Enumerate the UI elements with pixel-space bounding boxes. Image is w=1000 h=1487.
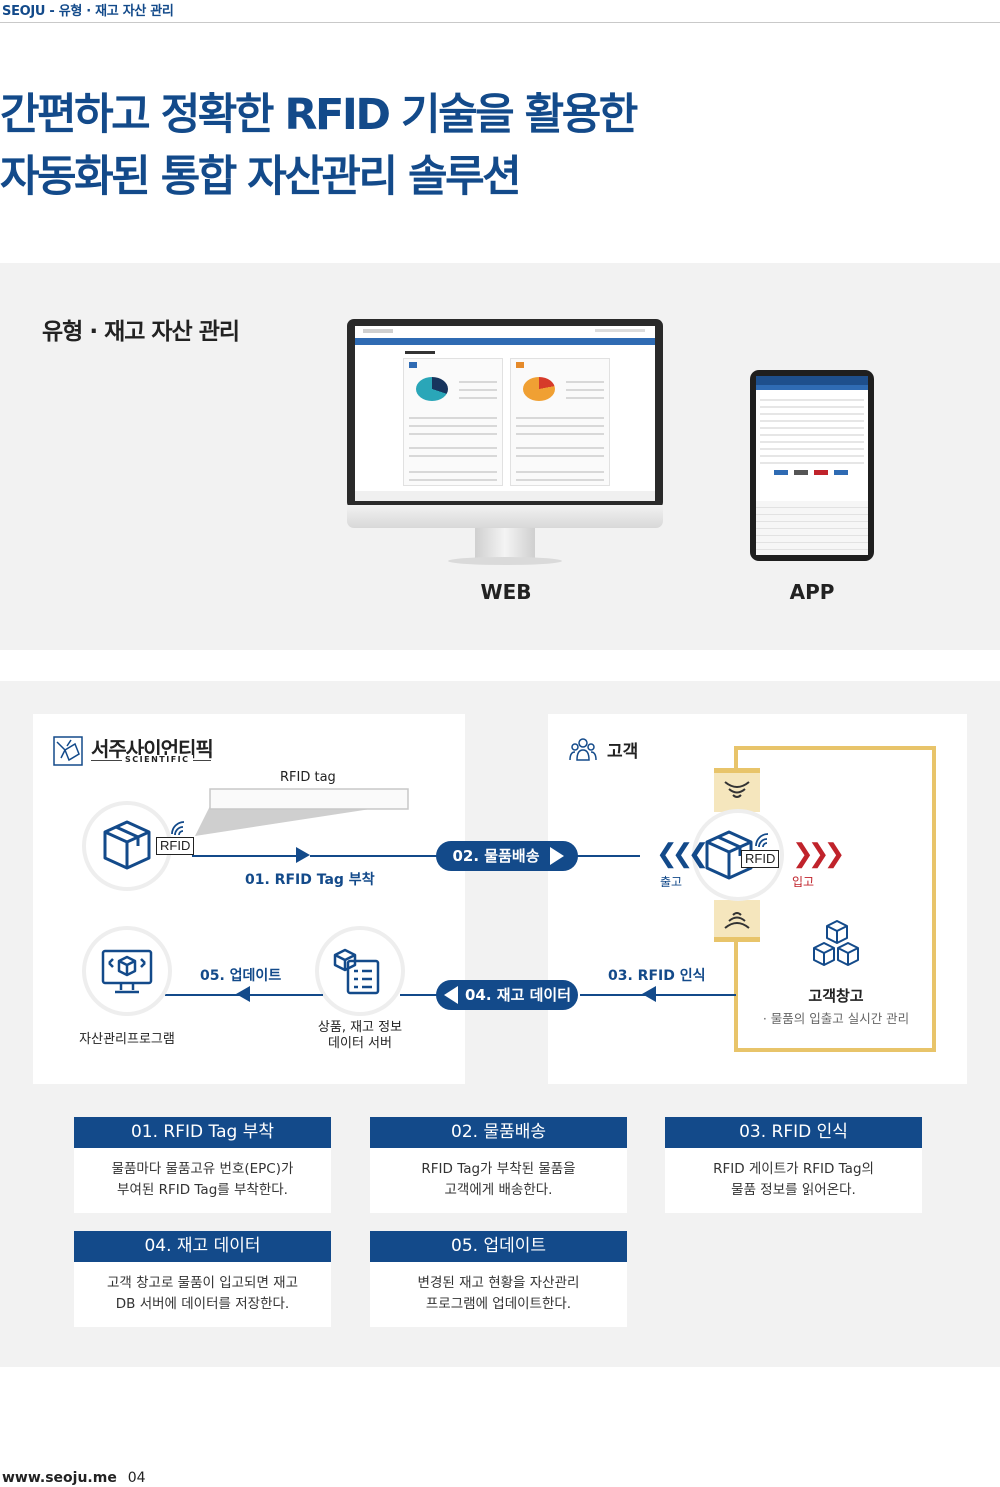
chevron-left-icon <box>444 986 458 1004</box>
step-2-title: 02. 물품배송 <box>370 1117 627 1148</box>
step1-flow-label: 01. RFID Tag 부착 <box>245 872 375 888</box>
company-logo-icon <box>53 736 83 766</box>
wifi-signal-icon <box>755 833 769 848</box>
monitor-chin <box>347 505 663 528</box>
customer-group-icon <box>569 738 597 761</box>
step-4-body: 고객 창고로 물품이 입고되면 재고 DB 서버에 데이터를 저장한다. <box>74 1262 331 1327</box>
monitor-icon <box>101 949 153 994</box>
box-icon <box>103 820 151 870</box>
chevron-right-icon <box>550 847 564 865</box>
page-number: 04 <box>127 1470 146 1486</box>
wifi-signal-icon <box>171 821 185 836</box>
web-dashboard-screenshot <box>355 326 655 501</box>
step-3-title: 03. RFID 인식 <box>665 1117 922 1148</box>
step-2-body: RFID Tag가 부착된 물품을 고객에게 배송한다. <box>370 1148 627 1213</box>
web-pie-chart-blue <box>416 377 448 401</box>
server-list-icon <box>333 948 380 995</box>
headline-line-2: 자동화된 통합 자산관리 솔루션 <box>0 152 522 202</box>
rfid-gate-bottom <box>714 900 760 942</box>
in-label: 입고 <box>792 875 815 889</box>
arrow-right-icon <box>296 847 310 863</box>
out-label: 출고 <box>660 875 683 889</box>
monitor-stand-base <box>448 557 562 565</box>
step5-flow-label: 05. 업데이트 <box>200 968 282 984</box>
arrow-left-icon <box>236 986 250 1002</box>
step3-flow-label: 03. RFID 인식 <box>608 968 706 984</box>
step-1-title: 01. RFID Tag 부착 <box>74 1117 331 1148</box>
gate-wave-icon <box>724 912 750 929</box>
company-subtitle: SCIENTIFIC <box>122 755 193 764</box>
header-divider <box>0 22 1000 23</box>
page-footer: www.seoju.me 04 <box>2 1470 146 1486</box>
app-label: APP <box>789 580 835 604</box>
rfid-badge: RFID <box>741 850 780 868</box>
step4-pill: 04. 재고 데이터 <box>436 980 578 1010</box>
web-panel-left <box>403 358 503 486</box>
step-4-line-2: DB 서버에 데이터를 저장한다. <box>115 1296 290 1312</box>
step-1-line-1: 물품마다 물품고유 번호(EPC)가 <box>111 1161 294 1177</box>
web-pie-chart-orange <box>523 377 555 401</box>
step-3-body: RFID 게이트가 RFID Tag의 물품 정보를 읽어온다. <box>665 1148 922 1213</box>
chevron-left-icon: ❮❮❮ <box>656 838 709 868</box>
server-label: 상품, 재고 정보 데이터 서버 <box>290 1020 430 1052</box>
monitor-stand-neck <box>475 528 535 558</box>
page-headline: 간편하고 정확한 RFID 기술을 활용한 자동화된 통합 자산관리 솔루션 <box>0 84 638 208</box>
step-5-title: 05. 업데이트 <box>370 1231 627 1262</box>
headline-line-1: 간편하고 정확한 RFID 기술을 활용한 <box>0 90 638 140</box>
server-circle <box>315 926 405 1016</box>
flow-line-3 <box>580 994 736 996</box>
company-card <box>33 714 465 1084</box>
chevron-right-icon: ❯❯❯ <box>792 838 845 868</box>
web-label: WEB <box>480 580 532 604</box>
step-5-body: 변경된 재고 현황을 자산관리 프로그램에 업데이트한다. <box>370 1262 627 1327</box>
step-2-line-2: 고객에게 배송한다. <box>444 1182 553 1198</box>
program-label: 자산관리프로그램 <box>79 1032 175 1047</box>
app-screenshot <box>756 376 868 555</box>
customer-label: 고객 <box>607 742 639 762</box>
step-1-body: 물품마다 물품고유 번호(EPC)가 부여된 RFID Tag를 부착한다. <box>74 1148 331 1213</box>
arrow-left-icon <box>642 986 656 1002</box>
web-panel-right <box>510 358 610 486</box>
rfid-gate-top <box>714 768 760 812</box>
server-label-line-1: 상품, 재고 정보 <box>317 1020 403 1035</box>
step-2-line-1: RFID Tag가 부착된 물품을 <box>421 1161 576 1177</box>
step-5-line-2: 프로그램에 업데이트한다. <box>425 1296 572 1312</box>
step-3-line-1: RFID 게이트가 RFID Tag의 <box>713 1161 874 1177</box>
flow-line-4 <box>400 994 438 996</box>
rfid-tag-strip <box>195 788 409 836</box>
rfid-badge: RFID <box>156 837 195 855</box>
rfid-tag-label: RFID tag <box>280 770 336 785</box>
step-5-line-1: 변경된 재고 현황을 자산관리 <box>417 1275 580 1291</box>
gate-wave-icon <box>724 781 750 798</box>
warehouse-description: · 물품의 입출고 실시간 관리 <box>762 1011 910 1026</box>
stacked-boxes-icon <box>813 920 859 966</box>
flow-line-1 <box>192 855 300 857</box>
warehouse-title: 고객창고 <box>808 987 864 1005</box>
step-4-line-1: 고객 창고로 물품이 입고되면 재고 <box>106 1275 299 1291</box>
devices-section-title: 유형 · 재고 자산 관리 <box>42 319 240 345</box>
box-icon <box>705 830 753 880</box>
footer-url[interactable]: www.seoju.me <box>2 1470 117 1486</box>
step-4-title: 04. 재고 데이터 <box>74 1231 331 1262</box>
page-header-label: SEOJU - 유형 · 재고 자산 관리 <box>2 4 174 19</box>
web-nav-bar <box>355 338 655 345</box>
step-3-line-2: 물품 정보를 읽어온다. <box>731 1182 856 1198</box>
step-1-line-2: 부여된 RFID Tag를 부착한다. <box>117 1182 288 1198</box>
server-label-line-2: 데이터 서버 <box>328 1036 392 1051</box>
warehouse-boundary <box>734 746 936 1052</box>
